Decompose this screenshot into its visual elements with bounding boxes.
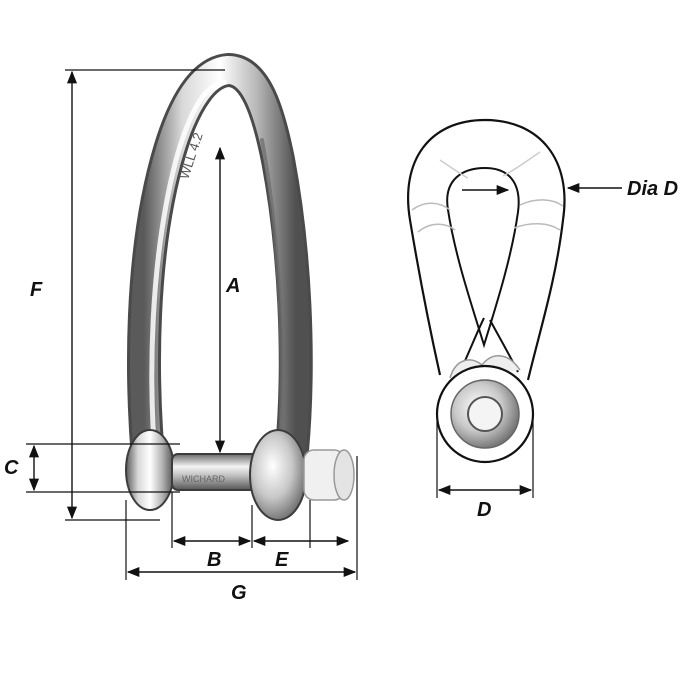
bail-inner-shadow bbox=[260, 138, 284, 442]
side-section-top bbox=[439, 151, 541, 179]
pin-tip-end bbox=[333, 449, 355, 501]
side-section-upper bbox=[411, 199, 564, 211]
bail-outer-leg-shine bbox=[130, 55, 310, 494]
shackle-front-view: WLL 4.2 WICHARD bbox=[125, 52, 355, 521]
label-a: A bbox=[225, 275, 240, 297]
bail-highlight bbox=[149, 79, 227, 473]
pin-engraving: WICHARD bbox=[182, 474, 225, 484]
left-eye bbox=[125, 429, 175, 511]
side-eye-hole bbox=[467, 396, 503, 432]
label-f: F bbox=[30, 279, 43, 301]
right-dimensions: Dia D D bbox=[436, 178, 678, 521]
shackle-side-view bbox=[407, 118, 566, 464]
side-section-mid bbox=[417, 223, 561, 233]
side-inner-opening bbox=[446, 166, 520, 349]
label-e: E bbox=[275, 549, 289, 571]
left-dimensions: F A C B E G bbox=[4, 69, 358, 604]
label-d: D bbox=[477, 499, 491, 521]
label-b: B bbox=[207, 549, 221, 571]
label-c: C bbox=[4, 457, 19, 479]
side-outer-outline bbox=[407, 118, 566, 381]
pin-knob bbox=[249, 429, 307, 521]
label-g: G bbox=[231, 582, 247, 604]
label-dia-d: Dia D bbox=[627, 178, 678, 200]
